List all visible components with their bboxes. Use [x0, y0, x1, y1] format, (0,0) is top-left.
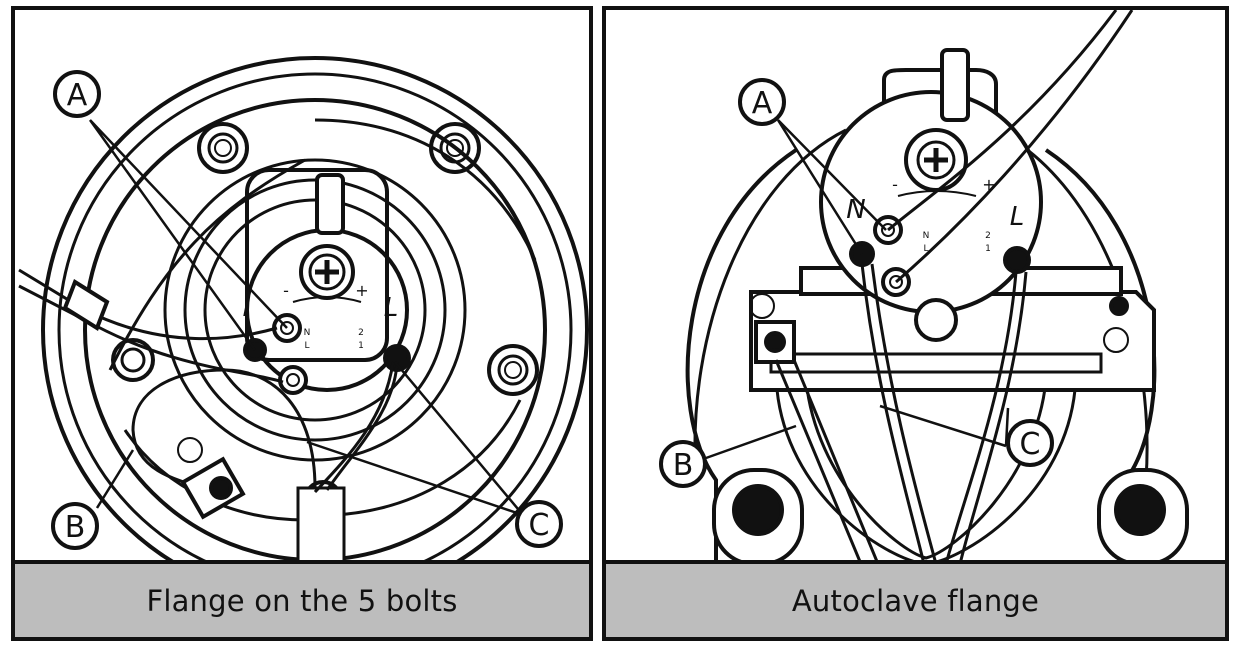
- adjust-plus: +: [982, 175, 995, 194]
- label-circle-b: [659, 440, 707, 488]
- earth-clamp-screw: [209, 476, 233, 500]
- adjust-minus: -: [283, 281, 289, 300]
- caption-flange-5-bolts: Flange on the 5 bolts: [146, 583, 458, 618]
- wire-c: [870, 263, 938, 564]
- caption-autoclave-flange: Autoclave flange: [791, 583, 1040, 618]
- thermostat-lower-boss: [914, 298, 958, 342]
- thermostat-knob-inner: [916, 140, 956, 180]
- switch-mark-n: N: [304, 328, 311, 338]
- leader-line-c: [879, 404, 1010, 448]
- leader-line-b: [95, 449, 135, 509]
- terminal-mark-left: N: [846, 195, 865, 225]
- thermostat-housing: [245, 168, 389, 362]
- wire-c: [958, 271, 1028, 564]
- wire-c: [944, 271, 1018, 564]
- wire-sleeve: [62, 279, 110, 331]
- flange-arm: [334, 399, 522, 517]
- switch-mark-l: L: [923, 244, 928, 254]
- flange-bolt: [197, 122, 249, 174]
- label-b: B: [65, 510, 86, 545]
- thermostat-knob-inner: [308, 253, 346, 291]
- bracket-hole: [1109, 296, 1129, 316]
- leader-line-c: [306, 361, 524, 517]
- earth-terminal-screw: [764, 331, 786, 353]
- tank-contour: [693, 128, 847, 481]
- wire-b: [224, 368, 317, 489]
- line-terminal: [1003, 246, 1031, 274]
- label-circle-a: [53, 70, 101, 118]
- leader-line-b: [705, 424, 797, 460]
- label-circle-c: [515, 500, 563, 548]
- cable-gland: [296, 486, 346, 564]
- label-a: A: [752, 86, 773, 121]
- label-b: B: [673, 448, 694, 483]
- label-circle-c: [1006, 419, 1054, 467]
- label-c: C: [1020, 427, 1041, 462]
- flange-5-bolts-drawing: A B C l L - + N L 2 1: [18, 56, 589, 564]
- label-c: C: [529, 508, 550, 543]
- bracket-rail: [769, 352, 1103, 374]
- leader-line-a: [88, 119, 288, 351]
- earth-symbol-icon: [1103, 327, 1129, 353]
- switch-mark-1: 1: [358, 341, 364, 351]
- terminal-mark-right: L: [384, 293, 399, 323]
- adjust-plus: +: [355, 281, 368, 300]
- terminal-mark-right: L: [1010, 202, 1025, 232]
- flange-bolt: [111, 338, 155, 382]
- wire-b: [792, 359, 880, 564]
- flange-bolt: [429, 122, 481, 174]
- leader-line-a: [776, 119, 887, 255]
- earth-symbol-icon: [177, 437, 203, 463]
- terminal-mark-left: l: [242, 293, 250, 323]
- element-ring-outer: [163, 158, 467, 462]
- adjust-minus: -: [892, 175, 898, 194]
- caption-bar: Flange on the 5 bolts: [15, 560, 589, 637]
- wire-b: [131, 368, 226, 490]
- tank-foot-hole: [732, 484, 784, 536]
- terminal-screw-inner: [889, 275, 903, 289]
- adjust-arc: [292, 296, 362, 303]
- wire-c: [313, 361, 395, 494]
- terminal-screw-inner: [286, 373, 300, 387]
- caption-bar: Autoclave flange: [606, 560, 1225, 637]
- wire-b: [774, 359, 863, 564]
- flange-outer-ring: [41, 56, 589, 564]
- switch-mark-1: 1: [985, 244, 991, 254]
- flange-arm: [314, 118, 537, 261]
- terminal-screw-inner: [881, 223, 895, 237]
- element-bowl: [774, 369, 1078, 564]
- flange-arm: [108, 158, 306, 371]
- switch-mark-n: N: [923, 231, 930, 241]
- earth-symbol-icon: [749, 293, 775, 319]
- knob-cross-icon: [924, 148, 948, 172]
- flange-bolt: [487, 344, 539, 396]
- panel-flange-5-bolts: A B C l L - + N L 2 1 Flange on the 5 bo…: [11, 6, 593, 641]
- knob-cross-icon: [315, 260, 339, 284]
- feed-wire: [887, 10, 1118, 232]
- flange-second-ring: [57, 72, 573, 564]
- thermostat-probe: [940, 48, 970, 122]
- thermostat-probe: [315, 173, 345, 235]
- wire-c: [325, 361, 399, 491]
- tank-foot-hole: [1114, 484, 1166, 536]
- switch-mark-2: 2: [985, 231, 991, 241]
- switch-mark-2: 2: [358, 328, 364, 338]
- switch-mark-l: L: [304, 341, 309, 351]
- feed-wire: [895, 10, 1134, 284]
- wire-c: [860, 263, 926, 564]
- label-circle-b: [51, 502, 99, 550]
- label-a: A: [67, 78, 88, 113]
- terminal-screw-inner: [280, 321, 294, 335]
- label-circle-a: [738, 78, 786, 126]
- terminal-screw: [278, 365, 308, 395]
- wire-a: [18, 284, 284, 384]
- autoclave-flange-drawing: A B C N L - + N L 2 1: [659, 10, 1189, 564]
- panel-autoclave-flange: A B C N L - + N L 2 1 Autoclave flange: [602, 6, 1229, 641]
